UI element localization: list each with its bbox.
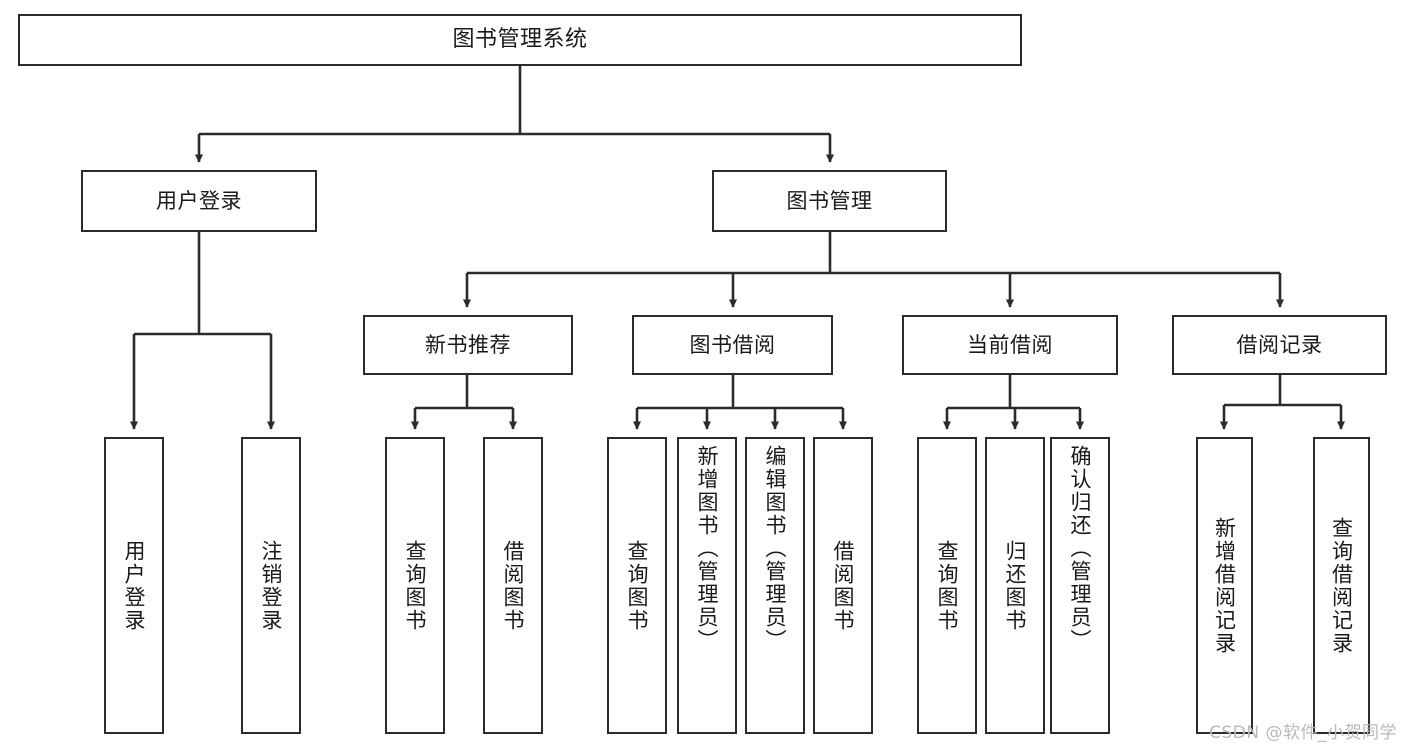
leaf-book-borrow-query-book[interactable]: 查询图书: [607, 437, 667, 734]
node-borrow-record[interactable]: 借阅记录: [1172, 315, 1387, 375]
node-root-book-management-system[interactable]: 图书管理系统: [18, 14, 1022, 66]
node-label: 图书管理系统: [452, 27, 588, 53]
node-label: 查询图书: [625, 539, 650, 632]
node-label: 查询借阅记录: [1329, 516, 1354, 655]
leaf-new-book-borrow-book[interactable]: 借阅图书: [483, 437, 543, 734]
leaf-new-book-query-book[interactable]: 查询图书: [385, 437, 445, 734]
node-current-borrow[interactable]: 当前借阅: [902, 315, 1118, 375]
leaf-user-login-login[interactable]: 用户登录: [104, 437, 164, 734]
csdn-watermark: CSDN @软件_小贺同学: [1209, 723, 1397, 743]
node-label: 查询图书: [403, 539, 428, 632]
leaf-current-borrow-confirm-return-admin[interactable]: 确认归还（管理员）: [1050, 437, 1110, 734]
node-user-login[interactable]: 用户登录: [81, 170, 317, 232]
node-label: 新增借阅记录: [1212, 516, 1237, 655]
node-label: 新增图书（管理员）: [695, 445, 720, 652]
node-label: 确认归还（管理员）: [1068, 445, 1093, 652]
leaf-book-borrow-borrow-book[interactable]: 借阅图书: [813, 437, 873, 734]
node-label: 注销登录: [259, 539, 284, 632]
leaf-book-borrow-add-book-admin[interactable]: 新增图书（管理员）: [677, 437, 737, 734]
node-label: 借阅图书: [831, 539, 856, 632]
node-label: 用户登录: [122, 539, 147, 632]
node-label: 借阅图书: [501, 539, 526, 632]
node-label: 借阅记录: [1236, 332, 1323, 357]
node-book-borrow[interactable]: 图书借阅: [632, 315, 833, 375]
node-label: 新书推荐: [425, 332, 511, 357]
node-label: 图书借阅: [689, 332, 776, 357]
node-label: 查询图书: [935, 539, 960, 632]
node-book-management[interactable]: 图书管理: [712, 170, 947, 232]
node-label: 当前借阅: [967, 332, 1053, 357]
leaf-user-login-logout[interactable]: 注销登录: [241, 437, 301, 734]
node-label: 编辑图书（管理员）: [763, 445, 788, 652]
leaf-current-borrow-query-book[interactable]: 查询图书: [917, 437, 977, 734]
node-label: 用户登录: [156, 188, 242, 213]
node-label: 归还图书: [1003, 539, 1028, 632]
node-new-book-recommend[interactable]: 新书推荐: [363, 315, 573, 375]
node-label: 图书管理: [786, 188, 873, 213]
leaf-book-borrow-edit-book-admin[interactable]: 编辑图书（管理员）: [745, 437, 805, 734]
leaf-borrow-record-add-record[interactable]: 新增借阅记录: [1196, 437, 1253, 734]
leaf-current-borrow-return-book[interactable]: 归还图书: [985, 437, 1045, 734]
leaf-borrow-record-query-record[interactable]: 查询借阅记录: [1313, 437, 1370, 734]
